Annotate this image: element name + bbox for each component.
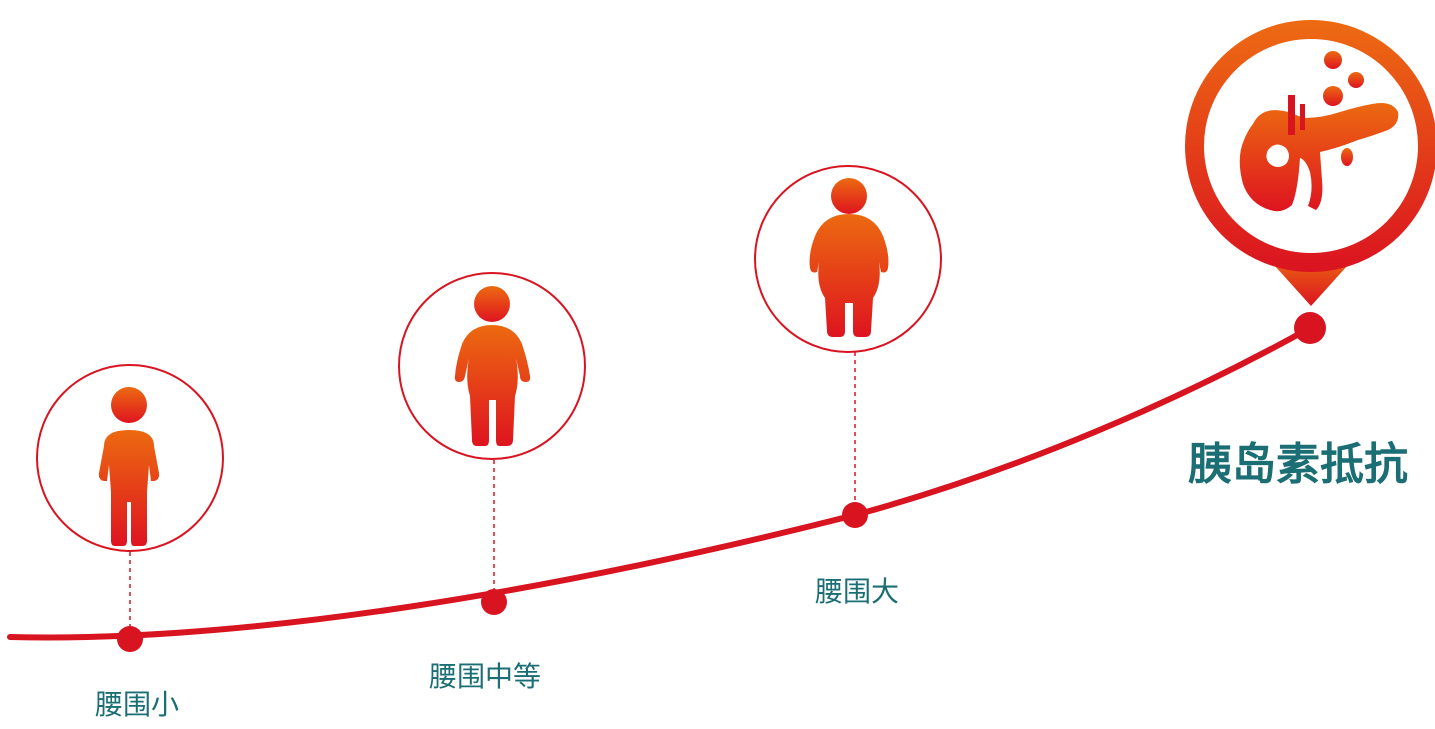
stage-label-1: 腰围小: [95, 688, 180, 721]
stage-circle-1: [36, 364, 224, 552]
curve-marker-2: [481, 589, 507, 615]
stage-label-3: 腰围大: [815, 575, 900, 608]
end-label: 胰岛素抵抗: [1188, 439, 1408, 490]
medium-person-icon: [454, 286, 531, 446]
curve-marker-3: [842, 502, 868, 528]
stage-circle-3: [754, 165, 942, 353]
curve-marker-4: [1294, 312, 1326, 344]
stage-circle-2: [398, 272, 586, 460]
growth-curve: [7, 325, 1313, 641]
stage-label-2: 腰围中等: [429, 660, 542, 693]
curve-marker-1: [117, 626, 143, 652]
pancreas-pin: [1185, 20, 1435, 306]
slim-person-icon: [98, 387, 160, 546]
large-person-icon: [809, 178, 889, 337]
pancreas-icon: [1239, 51, 1399, 212]
